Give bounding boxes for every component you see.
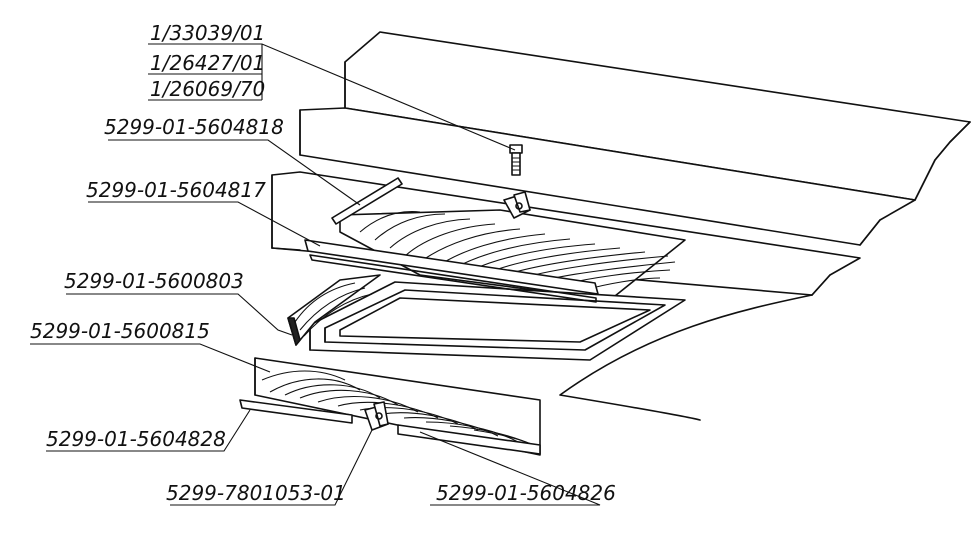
label-5299-01-5600803: 5299-01-5600803	[64, 269, 244, 293]
long-strip-upper	[304, 239, 599, 303]
label-1-26069-70: 1/26069/70	[150, 77, 265, 101]
label-1-33039-01: 1/33039/01	[150, 21, 265, 45]
side-angle-profile	[287, 274, 381, 346]
label-5299-01-5604818: 5299-01-5604818	[104, 115, 284, 139]
label-5299-01-5604826: 5299-01-5604826	[436, 481, 616, 505]
strip-lower-right	[397, 424, 541, 455]
label-5299-01-5604828: 5299-01-5604828	[46, 427, 226, 451]
bolt-icon	[509, 144, 523, 176]
label-5299-01-5604817: 5299-01-5604817	[86, 178, 266, 202]
bracket-lower	[364, 401, 389, 431]
lower-frame	[309, 281, 686, 361]
label-5299-7801053-01: 5299-7801053-01	[166, 481, 346, 505]
label-1-26427-01: 1/26427/01	[150, 51, 265, 75]
short-strip-upper	[331, 177, 403, 225]
bracket-upper	[503, 191, 531, 219]
lower-insulation-panel	[254, 357, 541, 456]
part-labels: 1/33039/01 1/26427/01 1/26069/70 5299-01…	[30, 21, 616, 505]
strip-lower-left	[239, 399, 353, 424]
label-5299-01-5600815: 5299-01-5600815	[30, 319, 210, 343]
leader-lines	[30, 43, 601, 506]
